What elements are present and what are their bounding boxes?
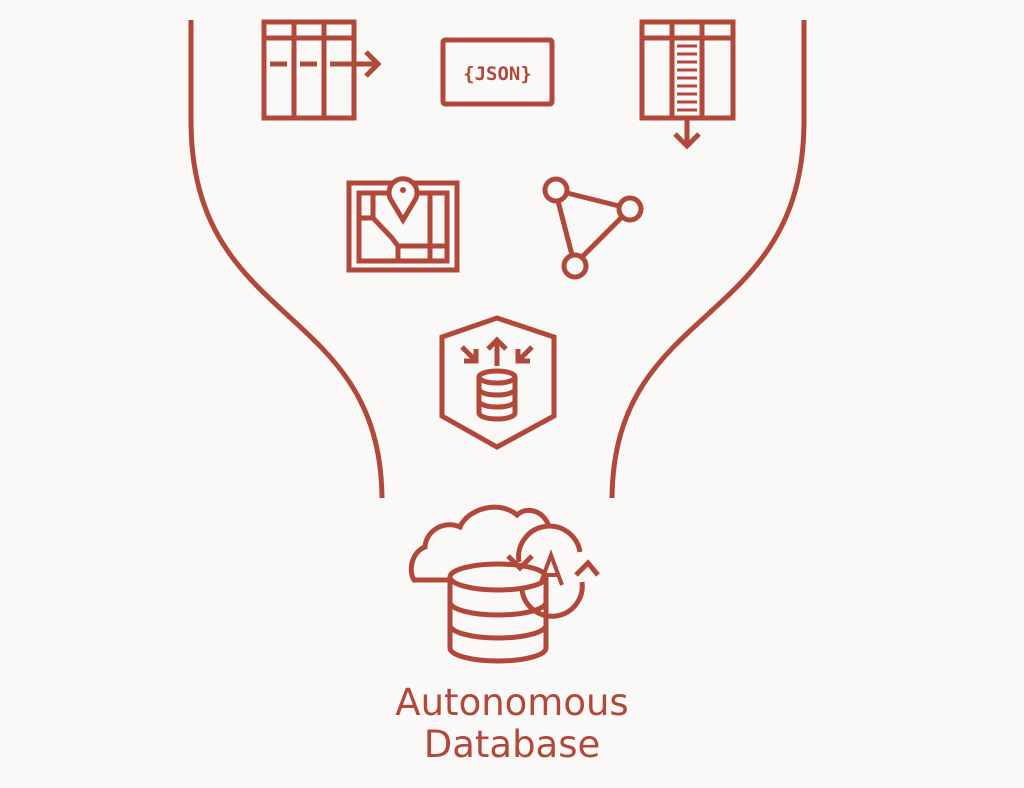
map-pin-icon <box>346 176 460 273</box>
table-column-down-icon <box>639 19 736 150</box>
funnel-left-wall <box>188 20 385 499</box>
json-label: {JSON} <box>463 63 532 85</box>
table-arrow-right-icon <box>261 19 382 121</box>
output-label: Autonomous Database <box>0 682 1024 766</box>
graph-nodes-icon <box>542 176 644 280</box>
json-icon: {JSON} <box>440 37 555 107</box>
output-label-line1: Autonomous <box>395 681 629 724</box>
shield-database-arrows-icon <box>439 315 557 450</box>
cloud-database-autonomous-icon <box>408 504 600 664</box>
output-label-line2: Database <box>423 723 601 766</box>
funnel-right-wall <box>609 20 807 499</box>
